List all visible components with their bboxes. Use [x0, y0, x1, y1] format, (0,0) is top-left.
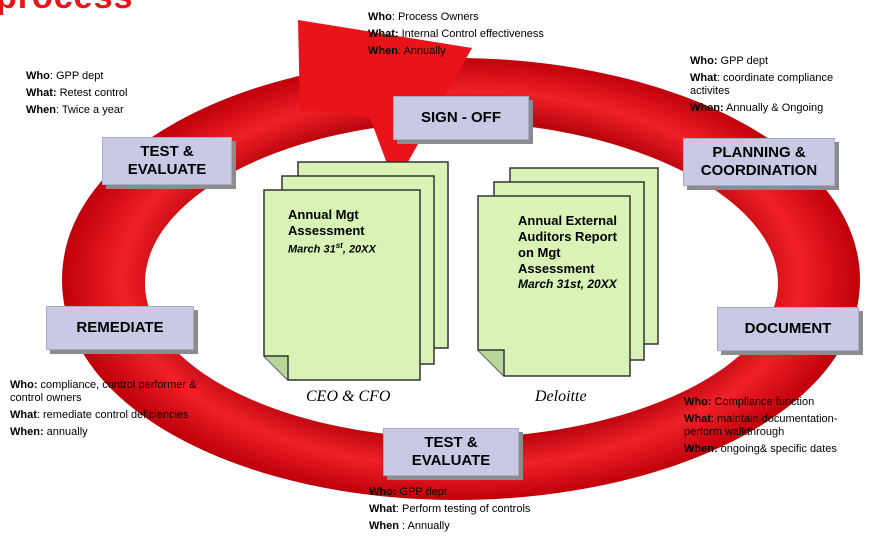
stage-test-evaluate-bottom: TEST & EVALUATE — [383, 428, 519, 476]
note-planning: Who: GPP dept What: coordinate complianc… — [690, 55, 834, 114]
doc-page-front — [263, 189, 421, 381]
mgt-assessment-date: March 31st, 20XX — [288, 241, 376, 256]
stage-remediate: REMEDIATE — [46, 306, 194, 350]
mgt-assessment-text: Annual Mgt Assessment March 31st, 20XX — [288, 207, 406, 257]
stage-planning-coordination: PLANNING & COORDINATION — [683, 138, 835, 186]
auditor-report-text: Annual External Auditors Report on Mgt A… — [518, 213, 630, 291]
note-test-bottom: Who: GPP dept What: Perform testing of c… — [369, 486, 531, 532]
stage-test-evaluate-top: TEST & EVALUATE — [102, 137, 232, 185]
note-sign-off: Who: Process Owners What: Internal Contr… — [368, 11, 544, 57]
stage-sign-off: SIGN - OFF — [393, 96, 529, 140]
mgt-assessment-document-stack — [263, 161, 449, 381]
note-document: Who: Compliance function What: maintain … — [684, 396, 838, 455]
mgt-assessment-title: Annual Mgt Assessment — [288, 207, 365, 238]
cycle-arrow-head — [298, 20, 472, 185]
mgt-assessment-caption: CEO & CFO — [306, 388, 391, 405]
auditor-report-document-stack — [477, 167, 659, 377]
auditor-report-title: Annual External Auditors Report on Mgt A… — [518, 213, 617, 276]
page-title-fragment: process — [0, 0, 133, 17]
doc-page-front — [477, 195, 631, 377]
stage-document: DOCUMENT — [717, 307, 859, 351]
note-remediate: Who: compliance, control performer & con… — [10, 379, 197, 438]
auditor-report-caption: Deloitte — [535, 388, 587, 405]
note-test-top: Who: GPP dept What: Retest control When:… — [26, 70, 128, 116]
auditor-report-date: March 31st, 20XX — [518, 277, 617, 291]
